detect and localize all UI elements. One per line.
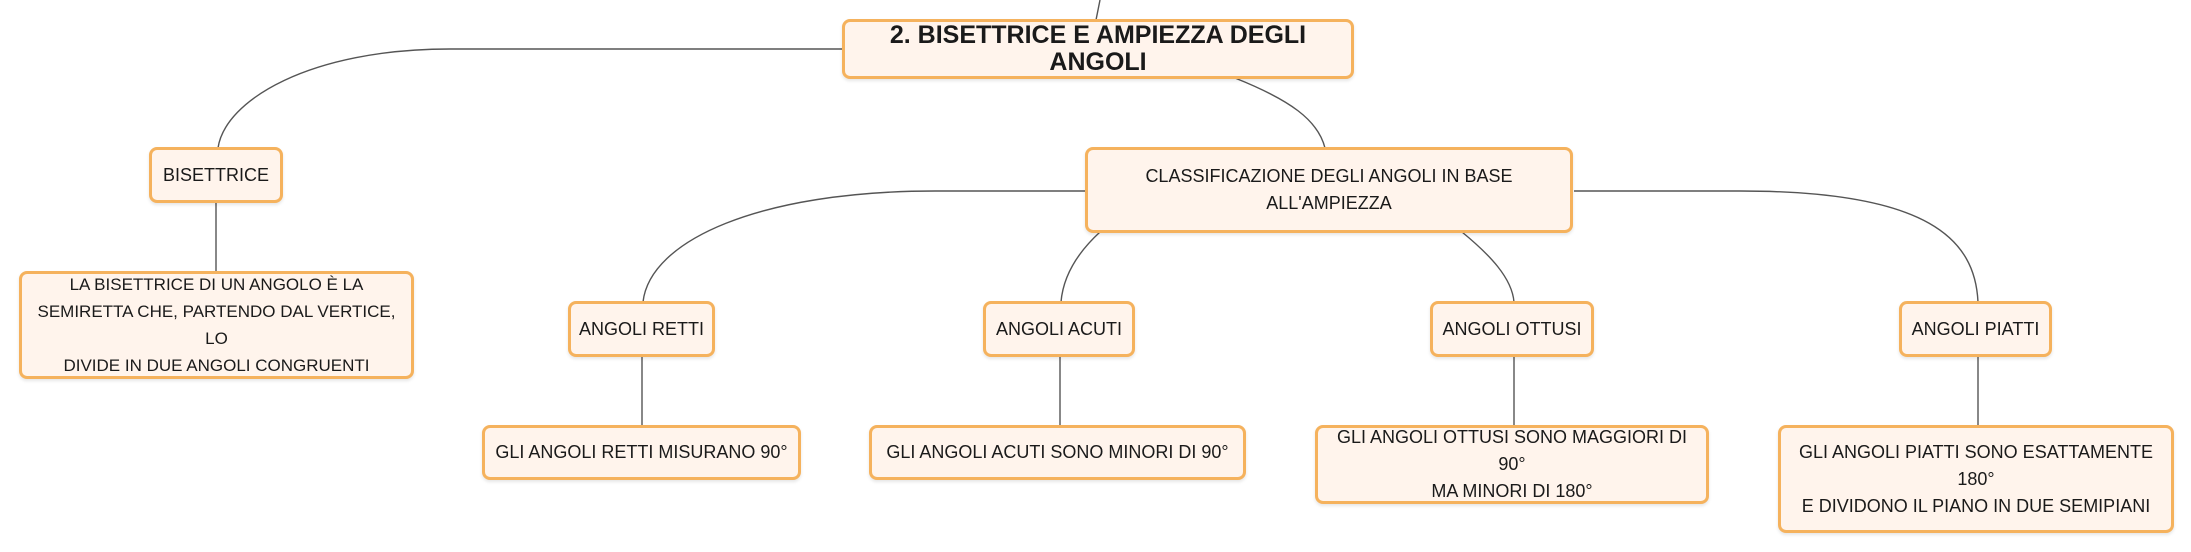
root-topic-label: 2. BISETTRICE E AMPIEZZA DEGLI ANGOLI — [889, 21, 1307, 76]
angoli-acuti-label: ANGOLI ACUTI — [995, 318, 1123, 339]
bisettrice-definition-text: LA BISETTRICE DI UN ANGOLO È LA SEMIRETT… — [37, 275, 396, 375]
angoli-ottusi-description-text: GLI ANGOLI OTTUSI SONO MAGGIORI DI 90° M… — [1336, 427, 1688, 501]
root-topic[interactable]: 2. BISETTRICE E AMPIEZZA DEGLI ANGOLI — [842, 19, 1354, 79]
angoli-ottusi-label: ANGOLI OTTUSI — [1442, 318, 1582, 339]
connector-root-to-classificazione — [1234, 77, 1326, 149]
bisettrice-definition[interactable]: LA BISETTRICE DI UN ANGOLO È LA SEMIRETT… — [19, 271, 414, 379]
angoli-retti-description-text: GLI ANGOLI RETTI MISURANO 90° — [495, 442, 788, 462]
angoli-acuti-description-text: GLI ANGOLI ACUTI SONO MINORI DI 90° — [886, 442, 1229, 462]
angoli-piatti-description[interactable]: GLI ANGOLI PIATTI SONO ESATTAMENTE 180° … — [1778, 425, 2174, 533]
angoli-retti-label: ANGOLI RETTI — [579, 318, 705, 339]
angoli-piatti-label: ANGOLI PIATTI — [1911, 318, 2040, 339]
angoli-acuti-topic[interactable]: ANGOLI ACUTI — [983, 301, 1135, 357]
classificazione-topic-label: CLASSIFICAZIONE DEGLI ANGOLI IN BASE ALL… — [1145, 166, 1513, 213]
connector-parent-to-root — [1095, 0, 1101, 21]
connector-classificazione-to-piatti — [1574, 190, 1979, 303]
angoli-piatti-description-text: GLI ANGOLI PIATTI SONO ESATTAMENTE 180° … — [1798, 441, 2154, 516]
bisettrice-topic[interactable]: BISETTRICE — [149, 147, 283, 203]
connector-classificazione-to-ottusi — [1461, 231, 1515, 303]
connector-root-to-bisettrice — [217, 48, 845, 149]
connector-classificazione-to-acuti — [1060, 231, 1101, 303]
bisettrice-topic-label: BISETTRICE — [162, 164, 269, 185]
angoli-retti-description[interactable]: GLI ANGOLI RETTI MISURANO 90° — [482, 425, 801, 480]
angoli-retti-topic[interactable]: ANGOLI RETTI — [568, 301, 715, 357]
angoli-piatti-topic[interactable]: ANGOLI PIATTI — [1899, 301, 2052, 357]
connector-classificazione-to-retti — [642, 190, 1090, 303]
classificazione-topic[interactable]: CLASSIFICAZIONE DEGLI ANGOLI IN BASE ALL… — [1085, 147, 1573, 233]
angoli-ottusi-description[interactable]: GLI ANGOLI OTTUSI SONO MAGGIORI DI 90° M… — [1315, 425, 1709, 504]
angoli-ottusi-topic[interactable]: ANGOLI OTTUSI — [1430, 301, 1594, 357]
angoli-acuti-description[interactable]: GLI ANGOLI ACUTI SONO MINORI DI 90° — [869, 425, 1246, 480]
